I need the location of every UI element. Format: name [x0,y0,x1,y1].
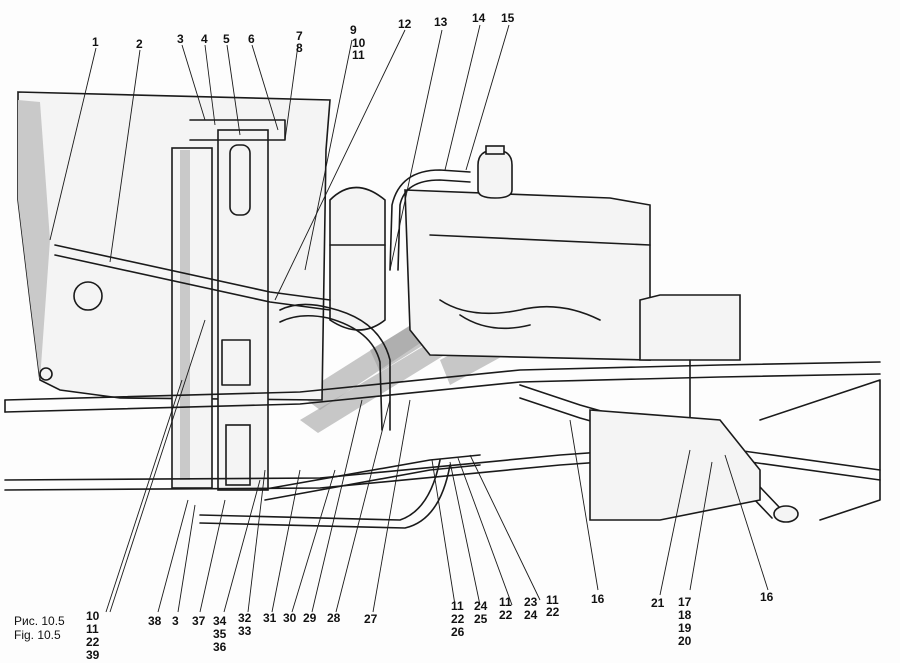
callout-24-b: 24 [474,599,488,613]
callout-3: 3 [177,32,184,46]
figure-caption-en: Fig. 10.5 [14,628,61,642]
callout-5: 5 [223,32,230,46]
callout-37: 37 [192,614,206,628]
callout-12: 12 [398,17,412,31]
callout-34: 34 [213,614,227,628]
cab-opening [73,281,103,311]
expansion-tank [477,145,513,199]
callout-28: 28 [327,611,341,625]
coolant-hoses [54,169,481,529]
callout-22-a: 22 [546,605,560,619]
callout-32: 32 [238,611,252,625]
callout-39: 39 [86,648,100,662]
callout-19: 19 [678,621,692,635]
callout-2: 2 [136,37,143,51]
callout-22-b: 22 [499,608,513,622]
callout-11: 11 [352,48,365,62]
callout-31: 31 [263,611,277,625]
figure-caption-ru: Рис. 10.5 [14,614,65,628]
callout-18: 18 [678,608,692,622]
callout-29: 29 [303,611,317,625]
callout-33: 33 [238,624,252,638]
callout-38: 38 [148,614,162,628]
engine-block [404,189,651,361]
callout-21: 21 [651,596,665,610]
callout-22-c: 22 [451,612,465,626]
callout-10: 10 [352,36,366,50]
callout-8: 8 [296,41,303,55]
callout-27: 27 [364,612,378,626]
callout-11-c: 11 [499,595,512,609]
callout-11-b: 11 [451,599,464,613]
radiator-assembly [171,119,286,491]
callout-20: 20 [678,634,692,648]
callout-36: 36 [213,640,227,654]
callout-7: 7 [296,29,303,43]
callout-9: 9 [350,23,357,37]
callout-35: 35 [213,627,227,641]
callout-labels: 1 2 3 4 5 6 7 8 9 10 11 12 13 14 15 16 2… [86,11,774,662]
callout-30: 30 [283,611,297,625]
callout-25: 25 [474,612,488,626]
callout-23: 23 [524,595,538,609]
callout-14: 14 [472,11,486,25]
callout-26: 26 [451,625,465,639]
callout-11-d: 11 [546,593,559,607]
callout-6: 6 [248,32,255,46]
callout-24: 24 [524,608,538,622]
callout-16-left: 16 [591,592,605,606]
callout-1: 1 [92,35,99,49]
leader-lines [49,24,769,613]
callout-22-bottom: 22 [86,635,100,649]
callout-17: 17 [678,595,692,609]
vessel [329,186,386,331]
frame-rail [4,361,881,491]
callout-10-bottom: 10 [86,609,100,623]
callout-15: 15 [501,11,515,25]
callout-3-bottom: 3 [172,614,179,628]
callout-4: 4 [201,32,208,46]
cross-member [589,294,881,521]
callout-16-right: 16 [760,590,774,604]
callout-11-bottom: 11 [86,622,99,636]
callout-13: 13 [434,15,448,29]
